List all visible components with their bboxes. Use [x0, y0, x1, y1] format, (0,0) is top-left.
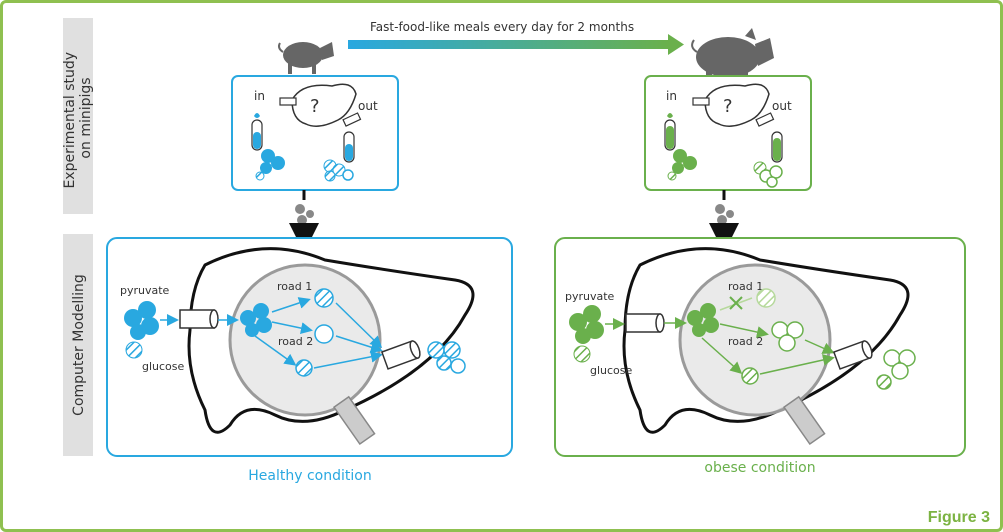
obese-in-tube-icon — [664, 113, 676, 151]
healthy-out-tube-icon — [343, 131, 355, 163]
healthy-in-tube-icon — [251, 113, 263, 151]
obese-in-label: in — [666, 89, 677, 103]
healthy-out-label: out — [358, 99, 378, 113]
time-arrow: Fast-food-like meals every day for 2 mon… — [348, 20, 684, 55]
healthy-experiment-box: in out ? — [231, 75, 399, 191]
time-arrow-label: Fast-food-like meals every day for 2 mon… — [370, 20, 634, 34]
obese-road2-label: road 2 — [728, 335, 763, 348]
obese-connector — [709, 190, 739, 253]
small-pig-icon — [278, 42, 334, 74]
sidebar-modelling: Computer Modelling — [63, 234, 93, 456]
large-pig-icon — [691, 28, 774, 82]
healthy-connector — [289, 190, 319, 253]
obese-magnifier-icon — [678, 263, 832, 446]
healthy-mini-liver-icon — [291, 83, 357, 127]
healthy-condition-label: Healthy condition — [248, 468, 371, 484]
obese-glucose-label: glucose — [590, 364, 633, 377]
obese-road1-label: road 1 — [728, 280, 763, 293]
sidebar-modelling-label: Computer Modelling — [71, 274, 87, 416]
healthy-pyruvate-label: pyruvate — [120, 284, 170, 297]
obese-condition-label: obese condition — [704, 460, 815, 476]
obese-experiment-box: in out ? — [644, 75, 812, 191]
healthy-road1-label: road 1 — [277, 280, 312, 293]
sidebar-experimental-line1: Experimental study — [62, 52, 78, 189]
healthy-road2-label: road 2 — [278, 335, 313, 348]
obese-pyruvate-label: pyruvate — [565, 290, 615, 303]
healthy-glucose-label: glucose — [142, 360, 185, 373]
obese-mini-liver-icon — [704, 83, 770, 127]
healthy-question-mark: ? — [310, 96, 320, 117]
obese-out-tube-icon — [771, 131, 783, 163]
healthy-in-label: in — [254, 89, 265, 103]
obese-model-box: pyruvate glucose road 1 road 2 — [554, 237, 966, 457]
blocked-road-x-icon — [729, 296, 743, 310]
healthy-magnifier-icon — [228, 263, 382, 446]
svg-text:Experimental study on mi: Experimental study on minipigs — [62, 47, 94, 188]
sidebar-experimental-line2: on minipigs — [78, 77, 94, 158]
sidebar-experimental: Experimental study on minipigs — [62, 18, 94, 214]
healthy-model-box: pyruvate glucose road 1 road 2 — [106, 237, 513, 457]
figure-label: Figure 3 — [928, 509, 990, 526]
obese-question-mark: ? — [723, 96, 733, 117]
obese-out-label: out — [772, 99, 792, 113]
